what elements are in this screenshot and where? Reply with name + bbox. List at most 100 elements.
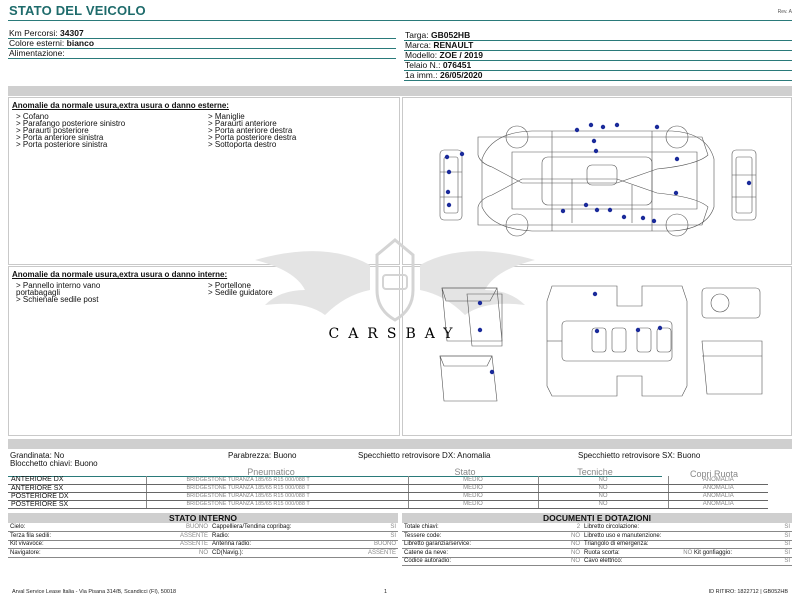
cell-label: Catene da neve: <box>402 548 511 558</box>
list-item: > Porta anteriore sinistra <box>16 133 104 142</box>
tyre-tech: NO <box>537 476 668 485</box>
watermark-text: CARSBAY <box>328 326 461 342</box>
cell-label: Ruota scorta: <box>582 548 682 558</box>
list-item: > Cofano <box>16 112 49 121</box>
exterior-car-diagram <box>439 122 757 237</box>
tyre-position: POSTERIORE SX <box>8 500 146 509</box>
damage-marker <box>477 327 483 333</box>
damage-marker <box>600 124 606 130</box>
damage-marker <box>446 169 452 175</box>
damage-marker <box>444 154 450 160</box>
cell-value: 2 <box>510 523 583 532</box>
tyre-position: POSTERIORE DX <box>8 492 146 501</box>
tyre-position: ANTERIORE SX <box>8 484 146 493</box>
tyre-position: ANTERIORE DX <box>8 476 146 485</box>
cell-label: Triangolo di emergenza: <box>582 540 682 549</box>
make-field: Marca: RENAULT <box>405 40 474 50</box>
exterior-list-right: > Maniglie > Paraurti anteriore > Porta … <box>208 113 296 149</box>
documents-title: DOCUMENTI E DOTAZIONI <box>402 513 792 523</box>
cell-label: Terza fila sedili: <box>8 531 118 541</box>
interior-list-right: > Portellone > Sedile guidatore <box>208 281 273 297</box>
color-line <box>8 48 396 49</box>
footer-company: Arval Service Lease Italia - Via Pisana … <box>12 589 177 595</box>
interior-list-left: > Pannello interno vano portabagagli > S… <box>16 282 100 304</box>
damage-marker <box>607 207 613 213</box>
table-row: Libretto garanzia/service: NO Triangolo … <box>402 540 792 549</box>
tyre-tech: NO <box>537 484 668 493</box>
damage-marker <box>635 327 641 333</box>
table-row: ANTERIORE SX BRIDGESTONE TURANZA 185/65 … <box>8 484 768 493</box>
cell-value: SI <box>733 523 792 532</box>
damage-marker <box>594 207 600 213</box>
damage-marker <box>673 190 679 196</box>
cell-value: ASSENTE <box>350 548 398 558</box>
damage-marker <box>477 300 483 306</box>
frame-field: Telaio N.: 076451 <box>405 60 472 70</box>
model-line <box>404 60 792 61</box>
list-item: > Sedile guidatore <box>208 288 273 297</box>
cell-label: Navigatore: <box>8 548 118 558</box>
cell-value: NO <box>510 531 583 541</box>
exterior-list-left: > Cofano > Parafango posteriore sinistro… <box>16 112 126 149</box>
table-row: ANTERIORE DX BRIDGESTONE TURANZA 185/65 … <box>8 476 768 485</box>
footer-reference: ID RITIRO: 1822712 | GB052HB <box>708 589 788 595</box>
steering-and-trunk <box>701 287 763 395</box>
title-rule <box>8 20 792 21</box>
tyre-state: MEDIO <box>407 500 538 509</box>
revision-label: Rev. A <box>777 9 792 15</box>
damage-markers <box>444 122 752 224</box>
cell-label: Cavo elettrico: <box>582 557 682 566</box>
cell-value: SI <box>733 557 792 566</box>
table-row: Kit vivavoce: ASSENTE Antenna radio: BUO… <box>8 540 398 549</box>
table-row: Tessere code: NO Libretto uso e manutenz… <box>402 531 792 541</box>
damage-marker <box>445 189 451 195</box>
cell-value: BUONO <box>350 540 398 549</box>
list-item: > Parafango posteriore sinistro <box>16 119 126 128</box>
make-line <box>404 50 792 51</box>
damage-marker <box>657 325 663 331</box>
cell-label: Totale chiavi: <box>402 523 511 532</box>
side-view-upper <box>477 125 709 184</box>
hubcap-header: Copri Ruota <box>689 469 739 479</box>
interior-car-diagram <box>439 285 763 402</box>
cell-label: Cappelliera/Tendina copribag: <box>210 523 350 532</box>
km-line <box>8 38 396 39</box>
checks-band <box>8 439 792 449</box>
hail-status: Grandinata: No <box>10 451 65 460</box>
tyre-state: MEDIO <box>407 492 538 501</box>
mirror-sx-status: Specchietto retrovisore SX: Buono <box>578 451 701 460</box>
fuel-line <box>8 58 396 59</box>
table-row: POSTERIORE DX BRIDGESTONE TURANZA 185/65… <box>8 492 768 501</box>
list-item: > Schienale sedile post <box>16 295 99 304</box>
damage-marker <box>588 122 594 128</box>
list-item: > Portellone <box>208 281 251 290</box>
mirror-dx-status: Specchietto retrovisore DX: Anomalia <box>358 451 491 460</box>
internal-state-table: Cielo: BUONO Cappelliera/Tendina copriba… <box>8 523 398 558</box>
tech-header: Tecniche <box>577 467 613 477</box>
cell-value: SI <box>733 548 792 558</box>
list-item: > Porta posteriore sinistra <box>16 140 108 149</box>
interior-damage-markers <box>477 291 663 375</box>
frame-line <box>404 70 792 71</box>
cell-label: Antenna radio: <box>210 540 350 549</box>
tyre-hubcap: ANOMALIA <box>667 492 768 501</box>
damage-marker <box>583 202 589 208</box>
damage-marker <box>591 138 597 144</box>
cell-value: SI <box>350 531 398 541</box>
tyres-table: ANTERIORE DX BRIDGESTONE TURANZA 185/65 … <box>8 476 768 509</box>
tyre-state: MEDIO <box>407 484 538 493</box>
table-row: POSTERIORE SX BRIDGESTONE TURANZA 185/65… <box>8 500 768 509</box>
cell-value: NO <box>510 540 583 549</box>
damage-marker <box>674 156 680 162</box>
cell-value: BUONO <box>118 523 210 532</box>
tyre-hubcap: ANOMALIA <box>667 476 768 485</box>
rear-view <box>731 149 757 221</box>
cell-label: Tessere code: <box>402 531 511 541</box>
door-panels <box>439 287 503 402</box>
cell-label: Libretto garanzia/service: <box>402 540 511 549</box>
interior-title: Anomalie da normale usura,extra usura o … <box>12 270 228 279</box>
state-header: Stato <box>454 467 476 477</box>
cell-value: ASSENTE <box>118 531 210 541</box>
table-row: Cielo: BUONO Cappelliera/Tendina copriba… <box>8 523 398 532</box>
key-lock-status: Blocchetto chiavi: Buono <box>10 459 98 468</box>
